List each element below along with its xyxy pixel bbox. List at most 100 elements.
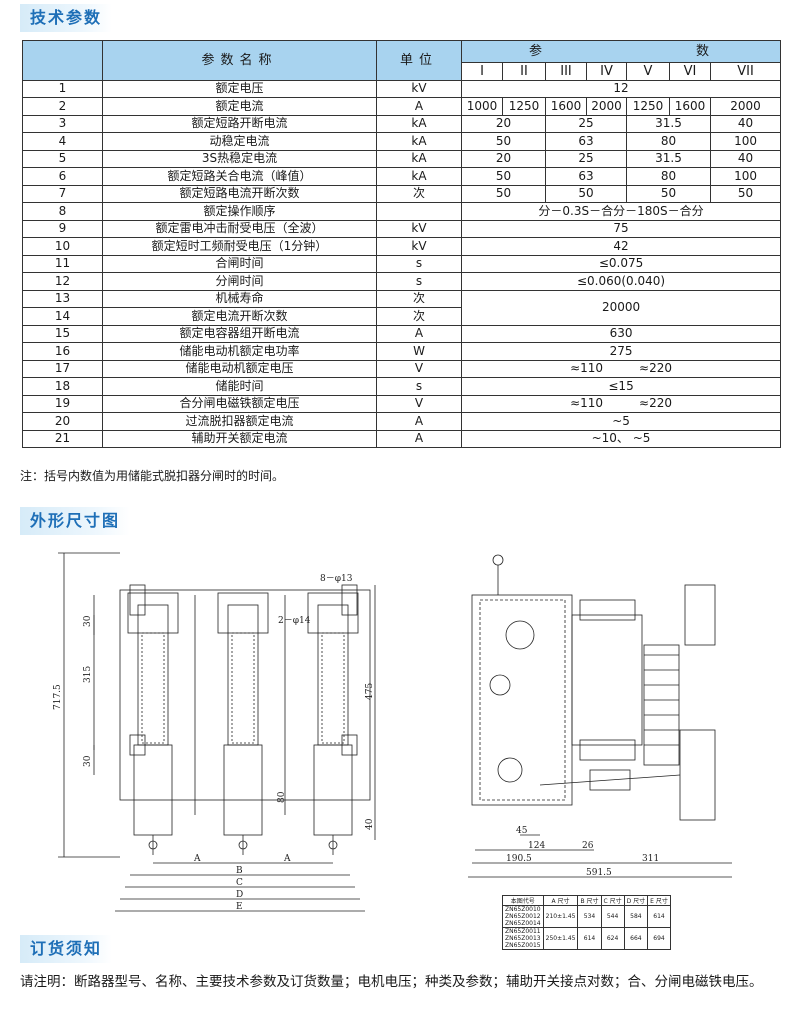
row-value: 31.5: [626, 114, 711, 133]
row-no: 5: [22, 149, 103, 168]
dim-value: 250±1.45: [542, 927, 579, 950]
row-no: 9: [22, 219, 103, 238]
row-value: 1000: [461, 97, 503, 116]
dim-label: C: [236, 878, 243, 888]
row-name: 额定电压: [102, 79, 377, 98]
row-no: 20: [22, 412, 103, 431]
row-unit: A: [376, 324, 462, 343]
row-unit: 次: [376, 307, 462, 326]
row-value: ≤15: [460, 377, 782, 396]
row-value: 分－0.3S－合分－180S－合分: [460, 202, 782, 221]
dim-value: 210±1.45: [542, 905, 579, 928]
row-no: 7: [22, 184, 103, 203]
row-value: 25: [545, 149, 627, 168]
dim-label: 591.5: [586, 868, 612, 878]
row-unit: kA: [376, 132, 462, 151]
row-unit: kA: [376, 167, 462, 186]
dim-value: 614: [647, 905, 671, 928]
row-name: 辅助开关额定电流: [102, 429, 377, 448]
row-unit: kV: [376, 237, 462, 256]
order-notice: 请注明：断路器型号、名称、主要技术参数及订货数量；电机电压；种类及参数；辅助开关…: [20, 974, 763, 990]
row-no: 6: [22, 167, 103, 186]
row-unit: s: [376, 377, 462, 396]
row-value: ~10、 ~5: [460, 429, 782, 448]
row-no: 16: [22, 342, 103, 361]
row-value: 275: [460, 342, 782, 361]
dim-header: 本图代号: [502, 895, 544, 906]
dim-label: A: [283, 854, 291, 864]
row-no: 14: [22, 307, 103, 326]
row-name: 机械寿命: [102, 289, 377, 308]
row-name: 储能电动机额定电压: [102, 359, 377, 378]
row-unit: kA: [376, 114, 462, 133]
roman-6: VI: [669, 62, 711, 81]
row-name: 储能电动机额定电功率: [102, 342, 377, 361]
row-value: 50: [461, 167, 546, 186]
row-value: 20: [461, 149, 546, 168]
row-value: ~5: [460, 412, 782, 431]
row-value: 40: [709, 114, 782, 133]
row-value: 1600: [545, 97, 587, 116]
dim-label: 40: [365, 818, 375, 830]
row-name: 额定电流开断次数: [102, 307, 377, 326]
dim-value: 694: [647, 927, 671, 950]
row-unit: 次: [376, 289, 462, 308]
row-value: 25: [545, 114, 627, 133]
row-value: 63: [545, 167, 627, 186]
row-no: 1: [22, 79, 103, 98]
row-no: 11: [22, 254, 103, 273]
row-value: ≈110≈220: [460, 394, 782, 413]
row-name: 额定短路开断电流: [102, 114, 377, 133]
row-name: 过流脱扣器额定电流: [102, 412, 377, 431]
dim-label: 2－φ14: [278, 616, 311, 626]
front-view-labels: 717.5 315 30 30 475 40 80 8－φ13 2－φ14 A …: [53, 574, 375, 912]
dim-label: 311: [642, 854, 659, 864]
row-value: 2000: [709, 97, 782, 116]
dim-header: D 尺寸: [623, 895, 649, 906]
row-unit: s: [376, 272, 462, 291]
row-value: 20000: [460, 289, 782, 326]
row-value: 100: [709, 132, 782, 151]
row-no: 2: [22, 97, 103, 116]
row-name: 合闸时间: [102, 254, 377, 273]
header-index: [22, 40, 103, 81]
row-unit: kA: [376, 149, 462, 168]
dim-label: 26: [582, 841, 594, 851]
row-unit: V: [376, 394, 462, 413]
row-name: 额定短时工频耐受电压（1分钟）: [102, 237, 377, 256]
row-no: 3: [22, 114, 103, 133]
row-no: 21: [22, 429, 103, 448]
row-value: 31.5: [626, 149, 711, 168]
row-no: 17: [22, 359, 103, 378]
row-value: 50: [461, 132, 546, 151]
dim-value: 624: [600, 927, 625, 950]
dim-header: A 尺寸: [542, 895, 579, 906]
row-name: 额定操作顺序: [102, 202, 377, 221]
dim-label: E: [236, 902, 243, 912]
roman-4: IV: [586, 62, 627, 81]
row-no: 15: [22, 324, 103, 343]
dim-value: 544: [600, 905, 625, 928]
row-value: 12: [460, 79, 782, 98]
row-unit: A: [376, 97, 462, 116]
row-unit: s: [376, 254, 462, 273]
row-no: 4: [22, 132, 103, 151]
row-name: 动稳定电流: [102, 132, 377, 151]
row-value: 50: [709, 184, 782, 203]
row-no: 18: [22, 377, 103, 396]
section-title-dimensions: 外形尺寸图: [20, 507, 131, 535]
dim-label: 30: [83, 755, 93, 767]
